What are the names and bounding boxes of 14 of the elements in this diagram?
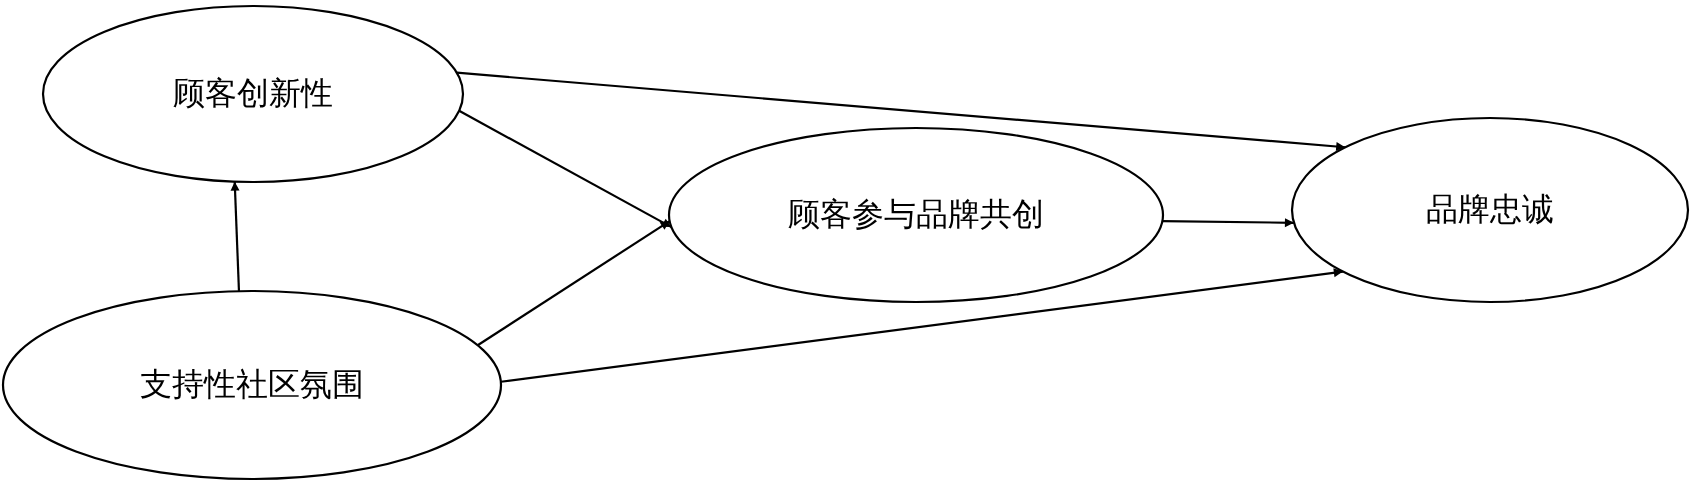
construct-ellipse [667, 126, 1165, 304]
construct-ellipse [41, 4, 465, 184]
construct-label: 品牌忠诚 [1425, 189, 1555, 230]
arrow [477, 220, 671, 347]
construct-label: 支持性社区氛围 [139, 364, 365, 405]
construct-label: 顾客创新性 [172, 73, 334, 114]
construct-label: 顾客参与品牌共创 [787, 194, 1045, 235]
arrow [230, 181, 241, 292]
arrow [456, 71, 1346, 151]
arrow [1162, 218, 1294, 228]
arrow [500, 268, 1343, 383]
construct-ellipse [1, 289, 503, 481]
construct-ellipse [1290, 116, 1690, 304]
arrow [458, 109, 672, 229]
